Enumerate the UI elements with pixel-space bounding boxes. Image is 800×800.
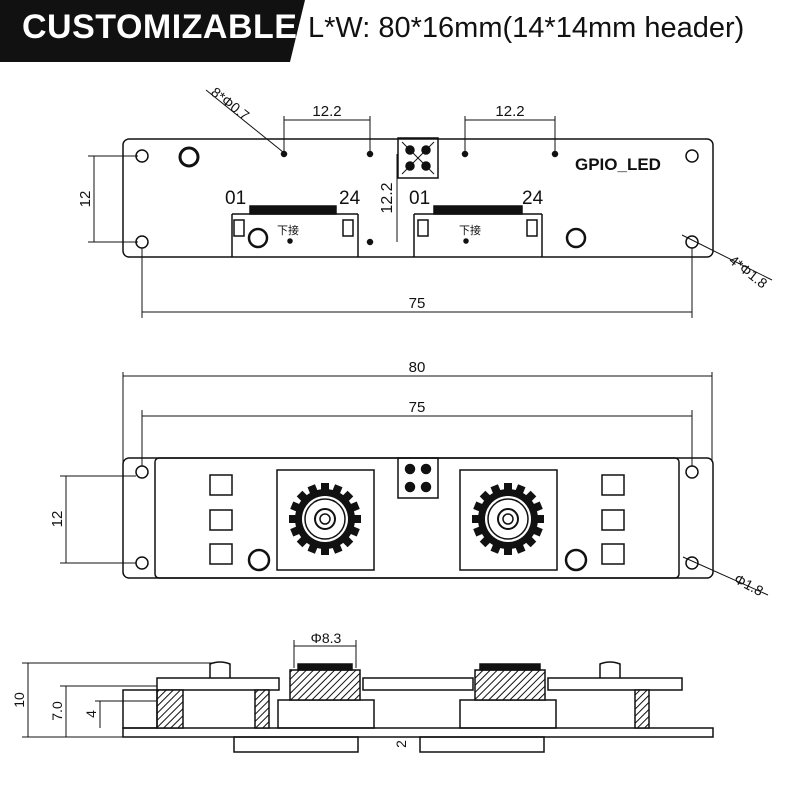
front-header-block (397, 457, 439, 499)
front-view (60, 372, 769, 596)
front-dim-height: 12 (49, 511, 66, 528)
top-dim-holes: 4*Φ1.8 (726, 252, 771, 292)
top-connector-left (231, 205, 359, 257)
front-camera-right (459, 469, 558, 571)
front-camera-left (276, 469, 375, 571)
header-spec-text: L*W: 80*16mm(14*14mm header) (308, 12, 745, 44)
side-dim-total-height: 10 (11, 692, 27, 708)
top-header-block (397, 137, 439, 179)
top-pin-last-left: 24 (339, 188, 361, 209)
top-dim-height-center: 12.2 (379, 182, 396, 213)
side-dim-board: 2 (393, 740, 409, 748)
top-connector-right (413, 205, 587, 257)
front-lens-left (289, 483, 361, 555)
top-pin-last-right: 24 (522, 188, 544, 209)
top-dim-pitch-right: 12.2 (495, 103, 524, 120)
front-dim-hole: Φ1.8 (732, 571, 767, 600)
top-dim-mount-hole: 8*Φ0.7 (208, 84, 253, 124)
top-connector-mark-left: 下接 (277, 224, 299, 237)
front-lens-right (472, 483, 544, 555)
top-dim-pitch-left: 12.2 (312, 103, 341, 120)
top-dim-width-75: 75 (409, 295, 426, 312)
top-silkscreen-label: GPIO_LED (575, 155, 661, 174)
top-dim-height-left: 12 (77, 191, 94, 208)
top-board-outline (122, 138, 714, 258)
front-inner-board (154, 457, 680, 579)
top-large-via (178, 146, 200, 168)
top-connector-mark-right: 下接 (459, 224, 481, 237)
side-base-board (122, 727, 714, 738)
front-dim-width-75: 75 (409, 399, 426, 416)
side-dim-height-4: 4 (83, 710, 99, 718)
front-dim-width-80: 80 (409, 359, 426, 376)
top-hole-tr (685, 149, 699, 163)
header-badge-text: CUSTOMIZABLE (22, 8, 298, 46)
side-dim-height-7: 7.0 (49, 701, 65, 721)
side-view (22, 640, 714, 753)
top-pin-first-left: 01 (225, 188, 246, 209)
side-dim-lens: Φ8.3 (311, 630, 342, 646)
top-view (88, 89, 773, 318)
top-pin-first-right: 01 (409, 188, 430, 209)
header-badge-background (0, 0, 305, 62)
